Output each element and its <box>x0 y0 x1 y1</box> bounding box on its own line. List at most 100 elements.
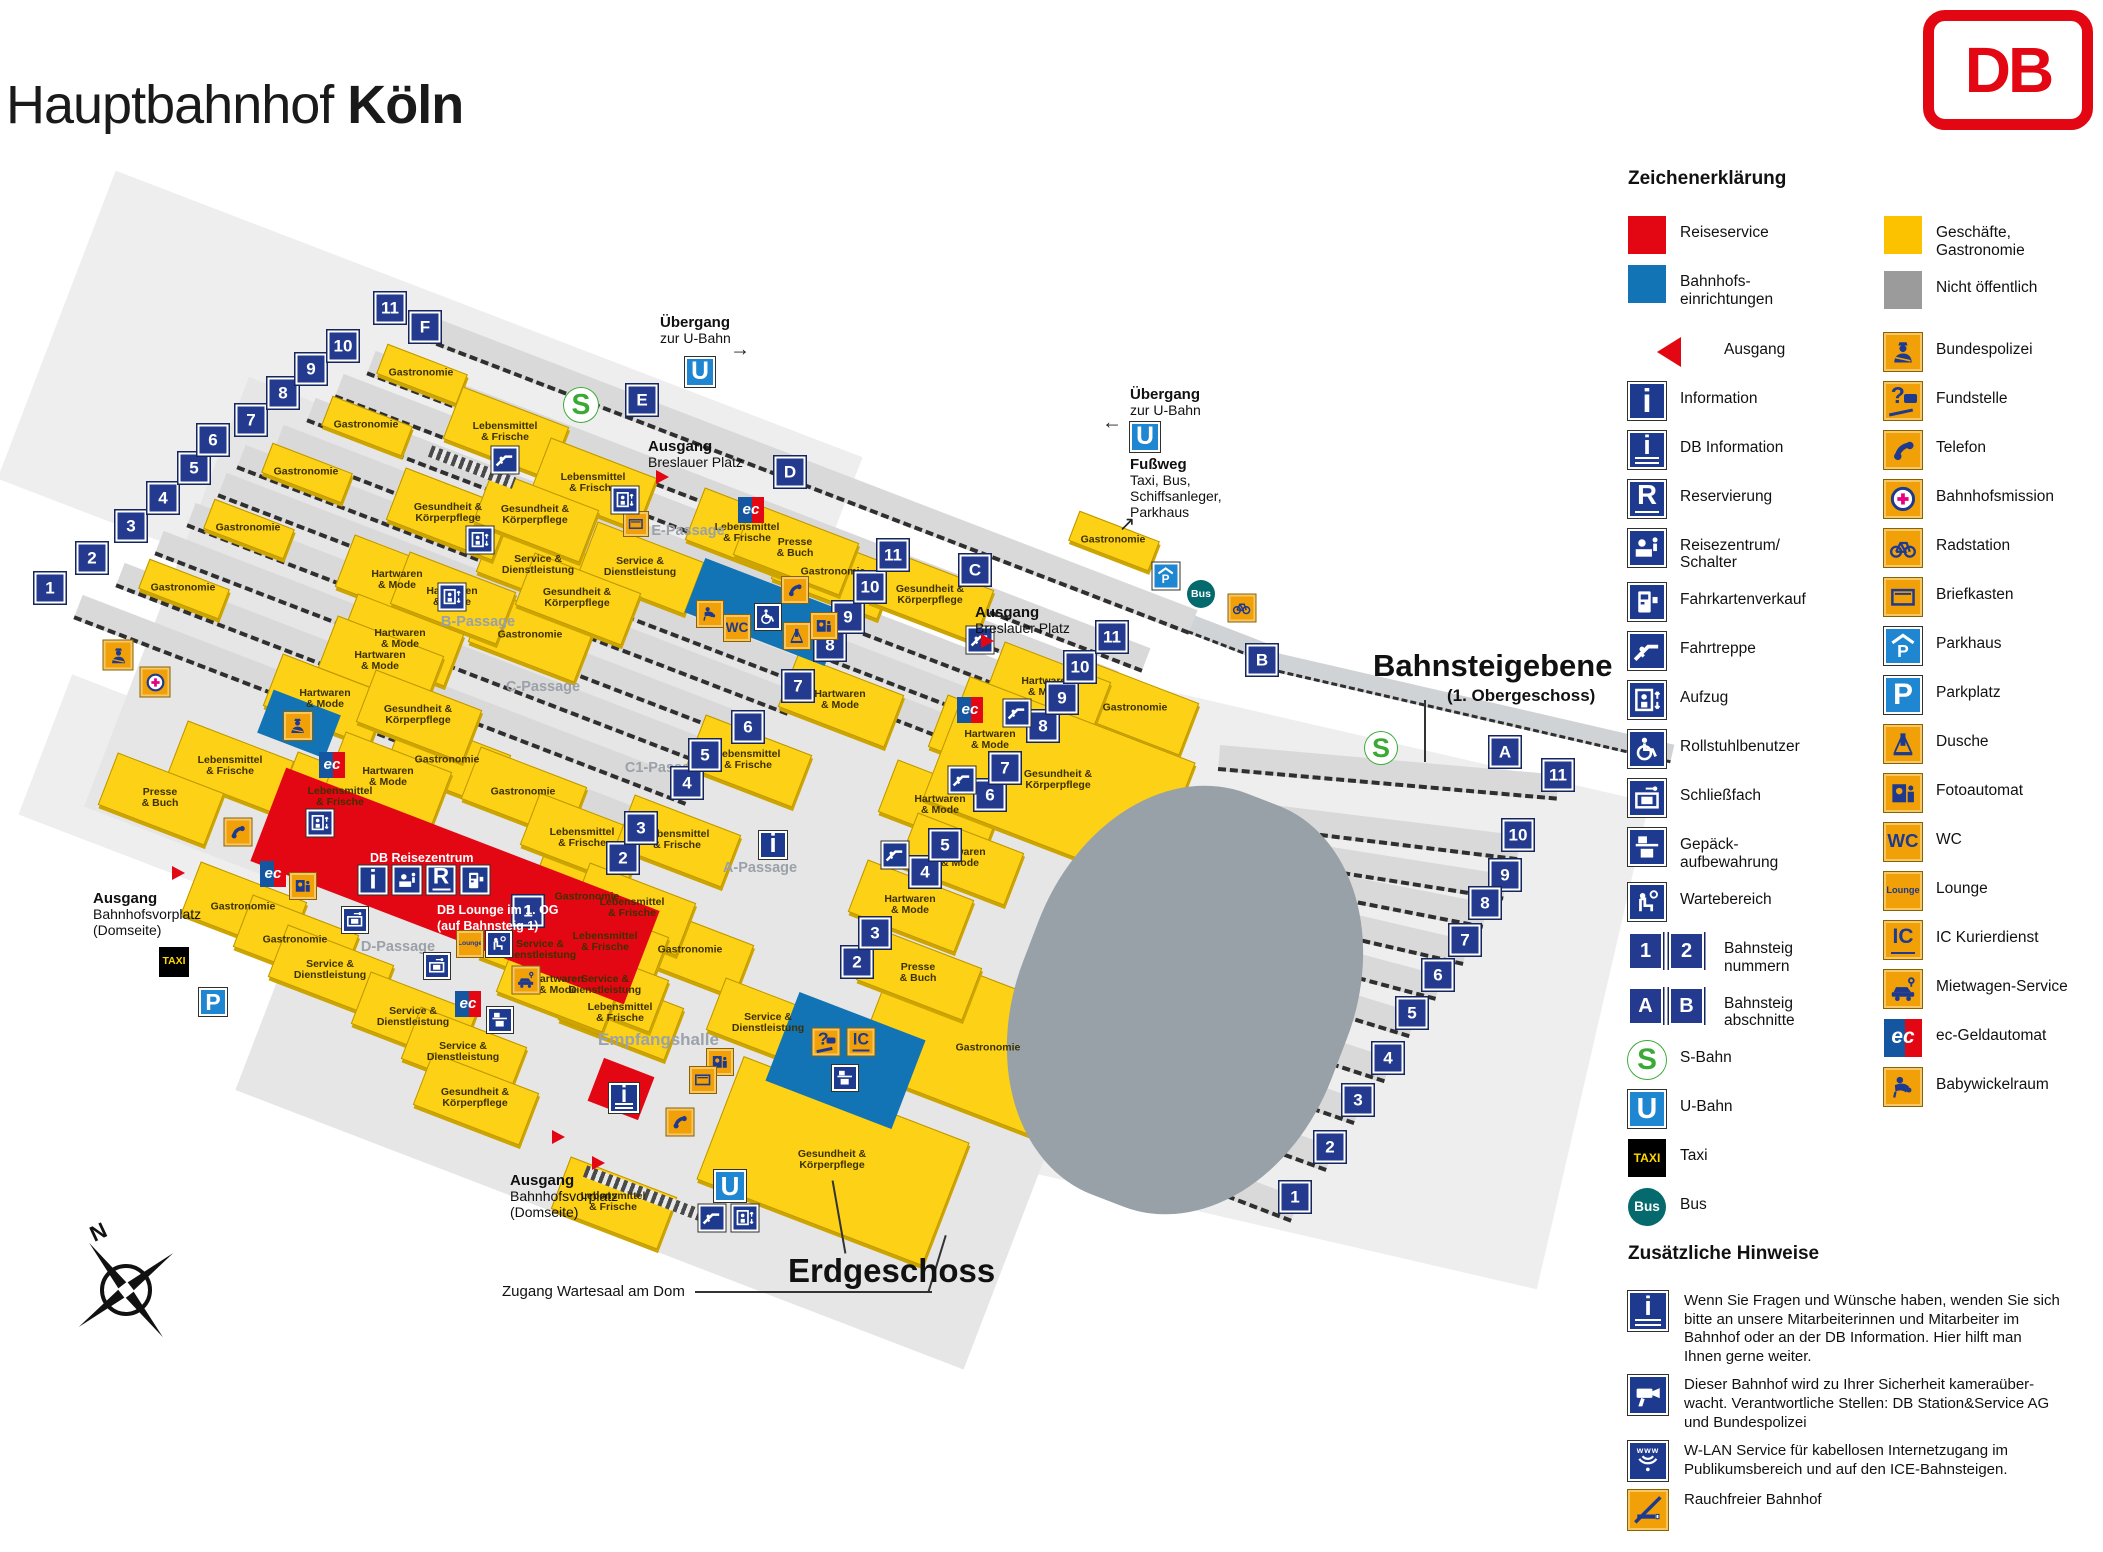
map-icon-ubahn-icon: U <box>685 357 715 387</box>
shop-label: Service & Dienstleistung <box>426 1039 500 1063</box>
exit-arrow-marker <box>172 866 185 880</box>
platform-number-badge: 2 <box>607 842 639 874</box>
shop-label: Lebensmittel & Frische <box>572 929 638 953</box>
baby-icon <box>1884 1067 1922 1106</box>
shop-label: Service & Dienstleistung <box>293 957 367 981</box>
compass-north-label: N <box>86 1217 111 1246</box>
platform-number-badge: 2 <box>76 542 108 574</box>
legend-item: Aufzug <box>1628 681 1876 720</box>
legend-item-label: S-Bahn <box>1680 1049 1732 1067</box>
platform-number-badge: 11 <box>1096 621 1128 653</box>
map-icon-dbinfo-icon: i <box>609 1083 639 1113</box>
platform-number-badge: 9 <box>1489 859 1521 891</box>
map-icon-ec-icon: ec <box>738 497 764 523</box>
map-icon-gepaeck-icon <box>487 1007 513 1033</box>
platform-number-badge: 5 <box>689 739 721 771</box>
lift-icon <box>1628 681 1666 720</box>
shop-label: Hartwaren & Mode <box>884 892 936 916</box>
legend-item: Nicht öffentlich <box>1884 270 2103 309</box>
zugang-wartesaal-label: Zugang Wartesaal am Dom <box>502 1283 685 1300</box>
legend-item: Reiseservice <box>1628 216 1876 254</box>
legend-item-label: Reiseservice <box>1680 224 1769 241</box>
shop-label: Gesundheit & Körperpflege <box>797 1147 867 1171</box>
map-icon-lift-icon <box>611 486 639 514</box>
legend-item-label: U-Bahn <box>1680 1098 1733 1116</box>
legend-item: Bundespolizei <box>1884 332 2103 371</box>
polizei-icon <box>1884 332 1922 371</box>
miet-icon <box>1884 969 1922 1008</box>
map-icon-ic-icon: IC <box>847 1028 875 1056</box>
note-text: Wenn Sie Fragen und Wünsche haben, wende… <box>1684 1292 2060 1365</box>
platform-number-badge: 5 <box>178 452 210 484</box>
map-icon-ec-icon: ec <box>957 697 983 723</box>
sbahn-icon: S <box>1628 1041 1666 1080</box>
legend-item: Wartebereich <box>1628 882 1876 921</box>
dbinfo-icon: i <box>1628 1291 1668 1331</box>
platform-number-badge: 4 <box>147 482 179 514</box>
page-title-bold: Köln <box>347 75 464 135</box>
legend-item-label: Ausgang <box>1724 340 1786 358</box>
shop-label: Gesundheit & Körperpflege <box>500 502 570 526</box>
exit-arrow-icon <box>1628 333 1710 371</box>
shop-label: Service & Dienstleistung <box>731 1010 805 1034</box>
shop-label: Gesundheit & Körperpflege <box>542 585 612 609</box>
legend-item-label: Reservierung <box>1680 487 1773 505</box>
warte-icon <box>1628 882 1666 921</box>
page-title-light: Hauptbahnhof <box>6 75 348 135</box>
map-icon-brief-icon <box>624 512 648 536</box>
notes-rows: i Wenn Sie Fragen und Wünsche haben, wend… <box>1628 1291 2098 1531</box>
taxi-icon: TAXI <box>1628 1139 1666 1178</box>
shop-label: Gastronomie <box>800 565 866 578</box>
info-icon: i <box>1628 381 1666 420</box>
legend-item-label: Bahnsteig nummern <box>1724 939 1793 975</box>
gepaeck-icon <box>1628 828 1666 867</box>
shop-label: Lebensmittel & Frische <box>644 827 710 851</box>
passage-label: E-Passage <box>651 523 725 539</box>
legend-item-label: Geschäfte, Gastronomie <box>1936 224 2025 259</box>
map-icon-lift-icon <box>466 526 494 554</box>
schliess-icon <box>1628 779 1666 818</box>
shop-label: Presse & Buch <box>141 785 179 809</box>
map-icon-taxi-icon: TAXI <box>159 947 189 977</box>
map-icon-bus-icon: Bus <box>1187 580 1215 608</box>
platform-number-badge: 10 <box>327 330 359 362</box>
passage-label: D-Passage <box>360 939 436 955</box>
platform-section-badge: D <box>774 456 806 488</box>
map-icon-baby-icon <box>697 601 723 627</box>
map-icon-tel-icon <box>666 1108 694 1136</box>
shop-label: Service & Dienstleistung <box>501 552 575 576</box>
map-icon-lift-icon <box>438 583 466 611</box>
platform-number-badge: 1 <box>34 572 66 604</box>
shop-label: Gastronomie <box>554 890 620 903</box>
legend-item-label: Fundstelle <box>1936 389 2008 407</box>
shop-label: Hartwaren & Mode <box>964 727 1016 751</box>
platform-number-badge: 3 <box>859 917 891 949</box>
platform-section-badge: F <box>409 311 441 343</box>
db-logo: DB <box>1923 10 2093 130</box>
legend-item: Babywickelraum <box>1884 1067 2103 1106</box>
shop-label: Gastronomie <box>490 785 556 798</box>
legend-item-label: Mietwagen-Service <box>1936 977 2068 995</box>
map-icon-roll-icon <box>755 604 781 630</box>
platform-number-badge: 11 <box>877 539 909 571</box>
platform-section-badge: A <box>1489 736 1521 768</box>
ic-icon: IC <box>1884 920 1922 959</box>
legend-item: Dusche <box>1884 724 2103 763</box>
legend-item-label: Taxi <box>1680 1147 1708 1165</box>
roll-icon <box>1628 730 1666 769</box>
mission-icon <box>1884 479 1922 518</box>
legend-item-label: Fahrkartenverkauf <box>1680 591 1806 609</box>
platform-section-badge: B <box>1246 644 1278 676</box>
platform-number-badge: 2 <box>1314 1131 1346 1163</box>
platform-number-badge: 3 <box>625 812 657 844</box>
